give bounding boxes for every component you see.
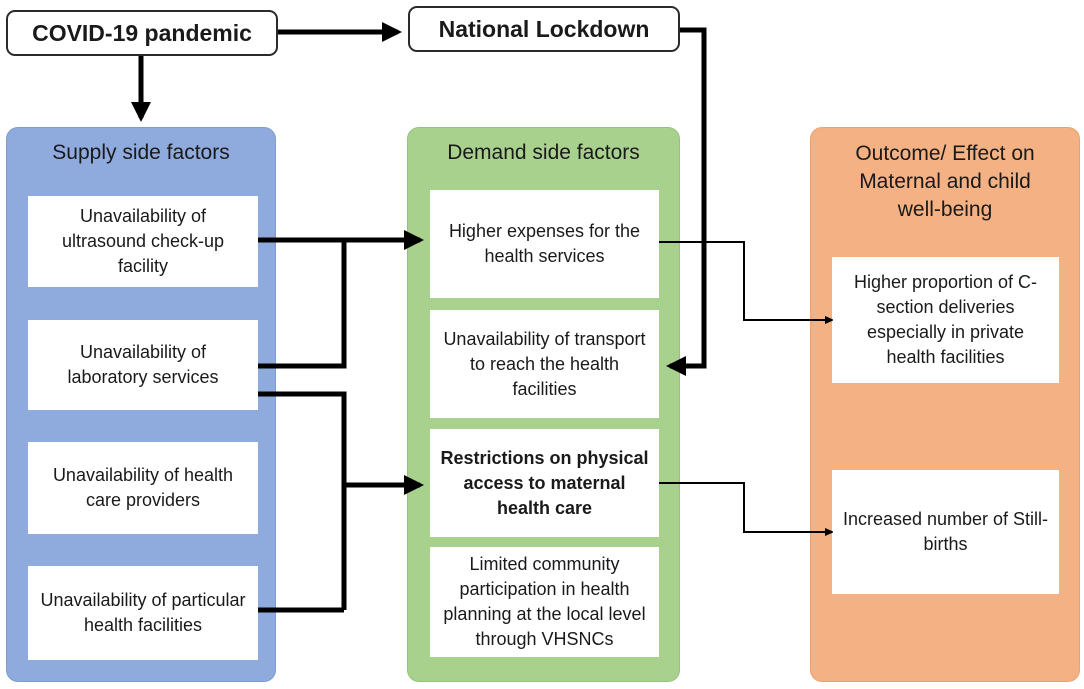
demand-item-restrictions: Restrictions on physical access to mater… <box>430 429 659 537</box>
supply-side-title: Supply side factors <box>52 141 230 164</box>
restrictions-to-still-births-arrow <box>659 482 832 532</box>
national-lockdown-box: National Lockdown <box>408 6 680 52</box>
national-lockdown-label: National Lockdown <box>438 15 650 42</box>
supply-item-ultrasound: Unavailability of ultrasound check-up fa… <box>28 196 258 287</box>
covid-pandemic-box: COVID-19 pandemic <box>6 10 278 56</box>
supply-item-laboratory: Unavailability of laboratory services <box>28 320 258 410</box>
supply-item-health-facilities: Unavailability of particular health faci… <box>28 566 258 660</box>
covid-pandemic-label: COVID-19 pandemic <box>32 19 252 46</box>
demand-item-transport: Unavailability of transport to reach the… <box>430 310 659 418</box>
supply-item-health-care-providers: Unavailability of health care providers <box>28 442 258 534</box>
demand-side-title: Demand side factors <box>447 141 640 164</box>
outcome-item-c-section: Higher proportion of C-section deliverie… <box>832 257 1059 383</box>
demand-item-expenses: Higher expenses for the health services <box>430 190 659 298</box>
outcome-title: Outcome/ Effect on Maternal and child we… <box>855 142 1035 221</box>
outcome-item-still-births: Increased number of Still-births <box>832 470 1059 594</box>
outcome-panel: Outcome/ Effect on Maternal and child we… <box>810 127 1080 682</box>
expenses-to-c-section-arrow <box>659 241 832 320</box>
demand-item-community-participation: Limited community participation in healt… <box>430 547 659 657</box>
